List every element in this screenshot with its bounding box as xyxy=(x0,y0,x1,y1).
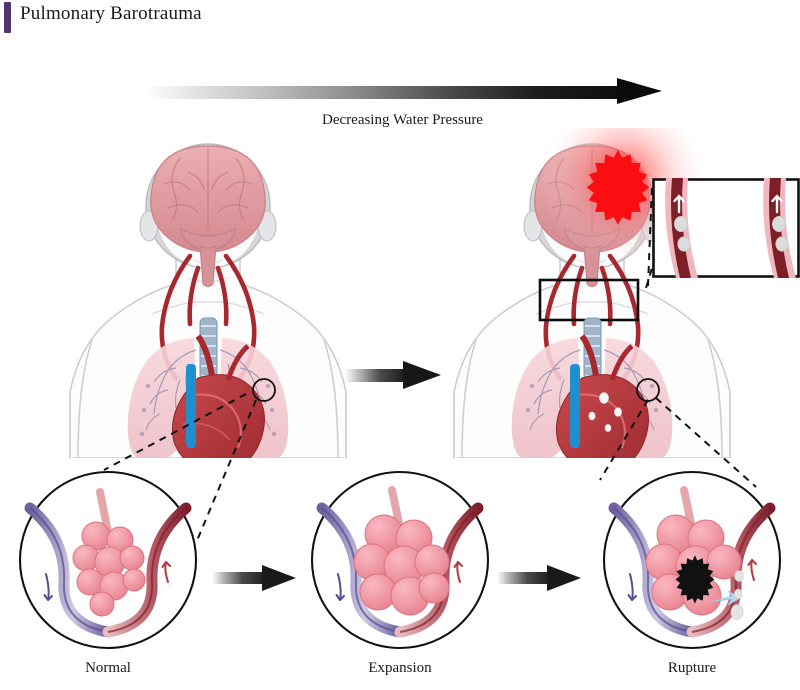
stage-arrow-normal-to-expansion xyxy=(212,565,298,591)
stage-label-expansion: Expansion xyxy=(368,660,432,676)
alveoli-cluster xyxy=(645,514,742,616)
alveoli-cluster xyxy=(72,521,146,617)
stage-arrow-head xyxy=(547,565,581,591)
stage-circle-rupture xyxy=(592,470,792,650)
stage-label-rupture: Rupture xyxy=(667,660,717,676)
rupture-marker xyxy=(675,555,715,604)
carotid-vessel-magnification xyxy=(652,178,800,278)
gas-bubble xyxy=(772,216,787,233)
flow-arrow-icon xyxy=(771,194,783,214)
pressure-arrow-shaft xyxy=(145,86,623,99)
gas-bubble xyxy=(677,236,691,252)
pulmonary-vein xyxy=(24,502,114,638)
flow-arrow-icon xyxy=(627,559,757,601)
pressure-arrow xyxy=(145,78,662,104)
flow-arrow-icon xyxy=(43,561,171,601)
page-title: Pulmonary Barotrauma xyxy=(20,3,202,24)
gas-bubble xyxy=(775,236,789,252)
stage-circle-expansion xyxy=(300,470,500,650)
pulmonary-vein xyxy=(316,502,406,638)
stage-arrow-shaft xyxy=(212,572,267,584)
pulmonary-artery xyxy=(102,502,192,638)
brain xyxy=(150,145,266,287)
stage-arrow-body-shaft xyxy=(345,369,408,382)
flow-arrow-icon xyxy=(335,561,463,601)
gas-bubble xyxy=(673,216,688,233)
lung-marker-circle xyxy=(252,378,276,402)
stage-arrow-body-head xyxy=(403,361,441,389)
figure-diver-at-depth xyxy=(48,128,368,458)
alveoli-cluster xyxy=(353,514,450,616)
stage-arrow-head xyxy=(262,565,296,591)
stage-circle-normal xyxy=(8,470,208,650)
pressure-arrow-head xyxy=(617,78,662,104)
title-accent-bar xyxy=(4,2,11,33)
title-bar: Pulmonary Barotrauma xyxy=(0,0,800,40)
flow-arrow-icon xyxy=(673,194,685,214)
stage-arrow-body xyxy=(345,361,441,389)
vessel-right xyxy=(763,178,796,278)
vessel-left xyxy=(665,178,698,278)
gas-bubbles-in-vessel xyxy=(730,570,744,620)
stage-arrow-expansion-to-rupture xyxy=(497,565,583,591)
pulmonary-vein xyxy=(608,502,698,638)
bronchial-tree-left xyxy=(529,349,581,431)
pressure-arrow-label: Decreasing Water Pressure xyxy=(322,112,483,128)
pulmonary-artery xyxy=(686,502,776,638)
stage-label-normal: Normal xyxy=(85,660,131,676)
stage-arrow-shaft xyxy=(497,572,552,584)
